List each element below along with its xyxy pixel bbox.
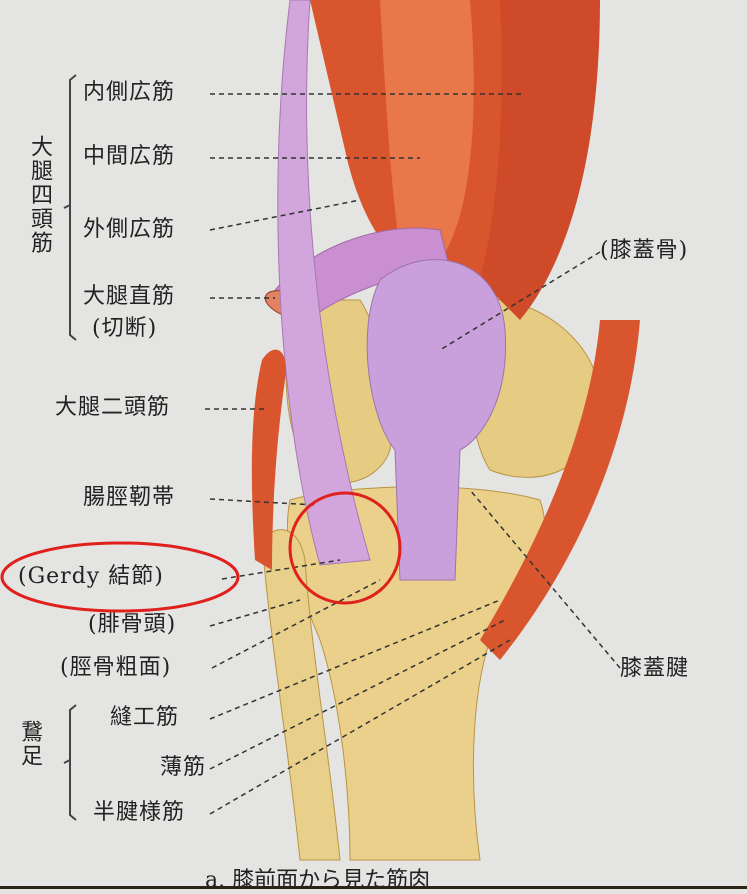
label-vastus-lateralis: 外側広筋: [83, 217, 176, 242]
label-semitendinosus: 半腱様筋: [93, 800, 186, 825]
leader-lines: [205, 93, 621, 815]
label-patella: (膝蓋骨): [600, 238, 689, 263]
gerdy-tubercle-highlight: [288, 491, 402, 605]
label-patellar-tendon: 膝蓋腱: [620, 656, 690, 681]
label-sartorius: 縫工筋: [110, 705, 180, 730]
label-iliotibial-band: 腸脛靭帯: [83, 485, 176, 510]
label-fibular-head: (腓骨頭): [88, 612, 177, 637]
label-vastus-medialis: 内側広筋: [83, 80, 176, 105]
label-biceps-femoris: 大腿二頭筋: [55, 395, 171, 420]
label-vastus-intermedius: 中間広筋: [83, 144, 176, 169]
pes-anserinus-bracket: [63, 704, 77, 821]
label-gracilis: 薄筋: [160, 755, 207, 780]
figure-caption: a. 膝前面から見た筋肉: [205, 868, 431, 893]
quadriceps-muscles: [264, 0, 600, 321]
gerdy-label-highlight: [0, 541, 240, 613]
tibia: [286, 486, 546, 861]
patella-and-tendon: [366, 259, 507, 581]
iliotibial-band: [277, 0, 371, 566]
bottom-edge: [0, 886, 747, 889]
biceps-femoris: [251, 349, 286, 570]
quadriceps-bracket: [63, 74, 77, 341]
label-rectus-femoris: 大腿直筋: [83, 284, 176, 309]
pes-anserinus-group-label: 鵞足: [17, 720, 42, 768]
pes-anserinus-muscles: [480, 320, 640, 660]
quadriceps-group-label: 大腿四頭筋: [27, 135, 52, 255]
label-gerdy-tubercle: (Gerdy 結節): [18, 564, 164, 589]
fibula: [261, 529, 341, 861]
label-rectus-femoris-note: (切断): [92, 316, 158, 341]
label-tibial-tuberosity: (脛骨粗面): [60, 655, 172, 680]
